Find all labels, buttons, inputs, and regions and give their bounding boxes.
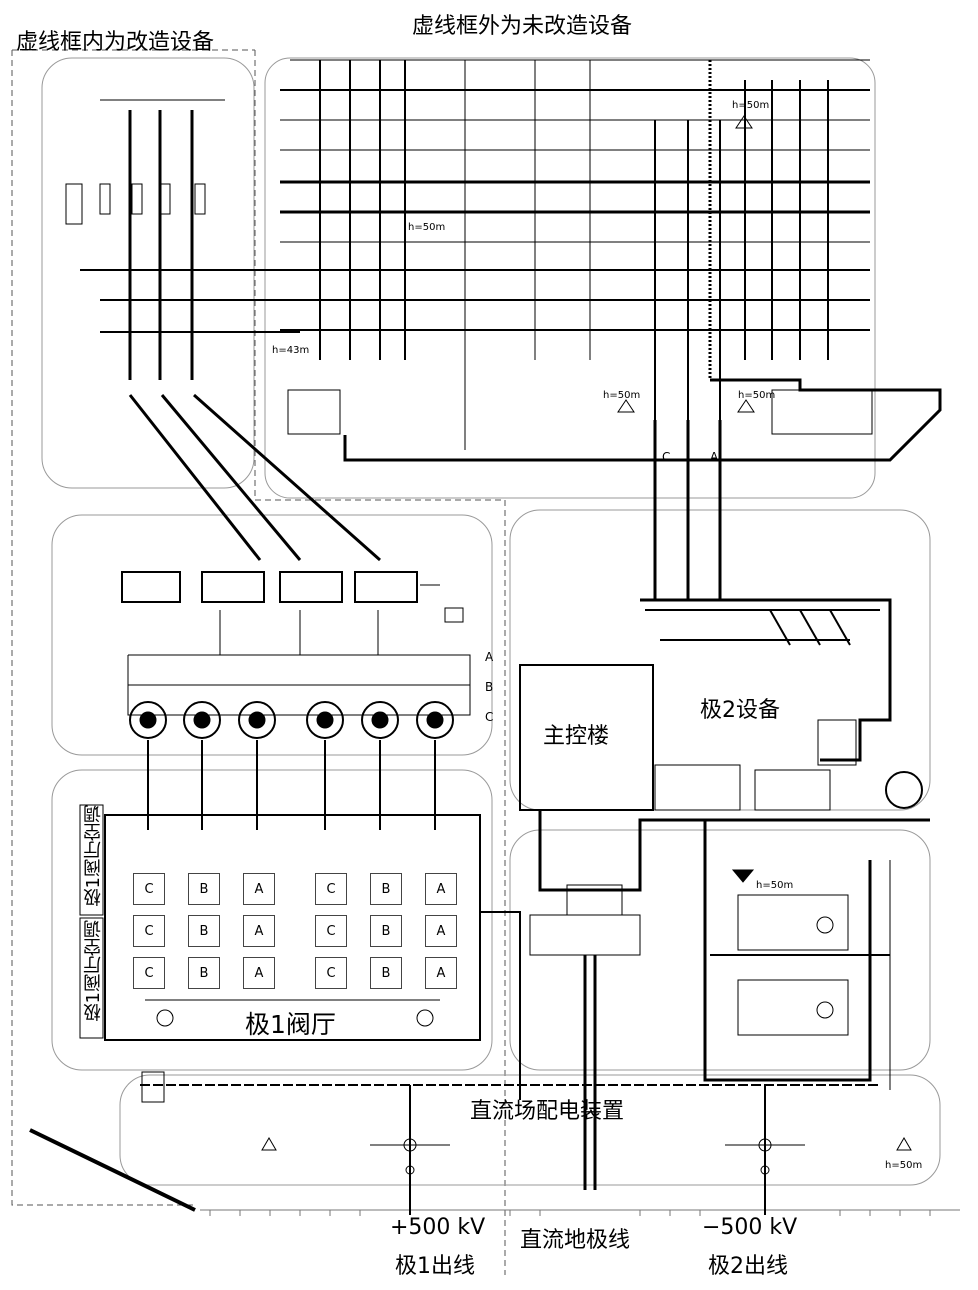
pole1-out-label: 极1出线 <box>395 1254 475 1279</box>
main-control-building: 主控楼 <box>543 724 610 749</box>
pole2-out-label: 极2出线 <box>708 1254 788 1279</box>
retrofit-boundary <box>11 49 506 1275</box>
pole1-transformers <box>121 571 471 830</box>
phase-label: A <box>710 450 719 464</box>
height-mark: h=50m <box>732 100 770 111</box>
valve-hall-ac-top: 极1阀厅空调 <box>83 805 104 907</box>
height-mark: h=50m <box>885 1160 923 1171</box>
pos-voltage-label: +500 kV <box>390 1215 486 1240</box>
valve-cell: B <box>188 957 220 989</box>
valve-hall-ac-bottom: 极1阀厅空调 <box>83 920 104 1022</box>
valve-cell: C <box>315 873 347 905</box>
valve-cell: A <box>243 873 275 905</box>
valve-cell: A <box>425 873 457 905</box>
pole2-equipment-label: 极2设备 <box>700 698 780 723</box>
valve-cell: A <box>425 957 457 989</box>
bottom-scale-ticks <box>209 1210 931 1216</box>
valve-cell: B <box>370 873 402 905</box>
phase-label: B <box>485 680 494 694</box>
height-mark: h=43m <box>272 345 310 356</box>
phase-label: C <box>485 710 494 724</box>
height-mark: h=50m <box>603 390 641 401</box>
neg-voltage-label: −500 kV <box>702 1215 798 1240</box>
pole2-area <box>519 598 930 1190</box>
height-mark: h=50m <box>408 222 446 233</box>
valve-cell: C <box>315 957 347 989</box>
valve-cell: B <box>370 915 402 947</box>
valve-cell: C <box>133 873 165 905</box>
pole1-valve-hall-label: 极1阀厅 <box>245 1010 336 1039</box>
existing-note: 虚线框外为未改造设备 <box>412 14 633 39</box>
retrofit-note: 虚线框内为改造设备 <box>16 30 215 55</box>
height-mark: h=50m <box>756 880 794 891</box>
dc-electrode-label: 直流地极线 <box>520 1228 631 1253</box>
valve-cell: C <box>133 915 165 947</box>
phase-label: C <box>662 450 671 464</box>
valve-cell: B <box>188 915 220 947</box>
valve-cell: A <box>243 957 275 989</box>
ac-switchyard-retrofit <box>65 99 381 562</box>
ac-switchyard-existing <box>280 59 942 600</box>
pole1-valve-hall-outline <box>79 804 521 1100</box>
valve-cell: B <box>188 873 220 905</box>
dc-yard-label: 直流场配电装置 <box>470 1099 625 1124</box>
height-mark: h=50m <box>738 390 776 401</box>
valve-cell: A <box>425 915 457 947</box>
valve-cell: A <box>243 915 275 947</box>
phase-label: A <box>485 650 494 664</box>
dc-yard-bus <box>140 115 912 1215</box>
valve-cell: C <box>315 915 347 947</box>
site-roads <box>29 57 960 1212</box>
valve-cell: C <box>133 957 165 989</box>
valve-cell: B <box>370 957 402 989</box>
dc-filters <box>703 820 891 1090</box>
